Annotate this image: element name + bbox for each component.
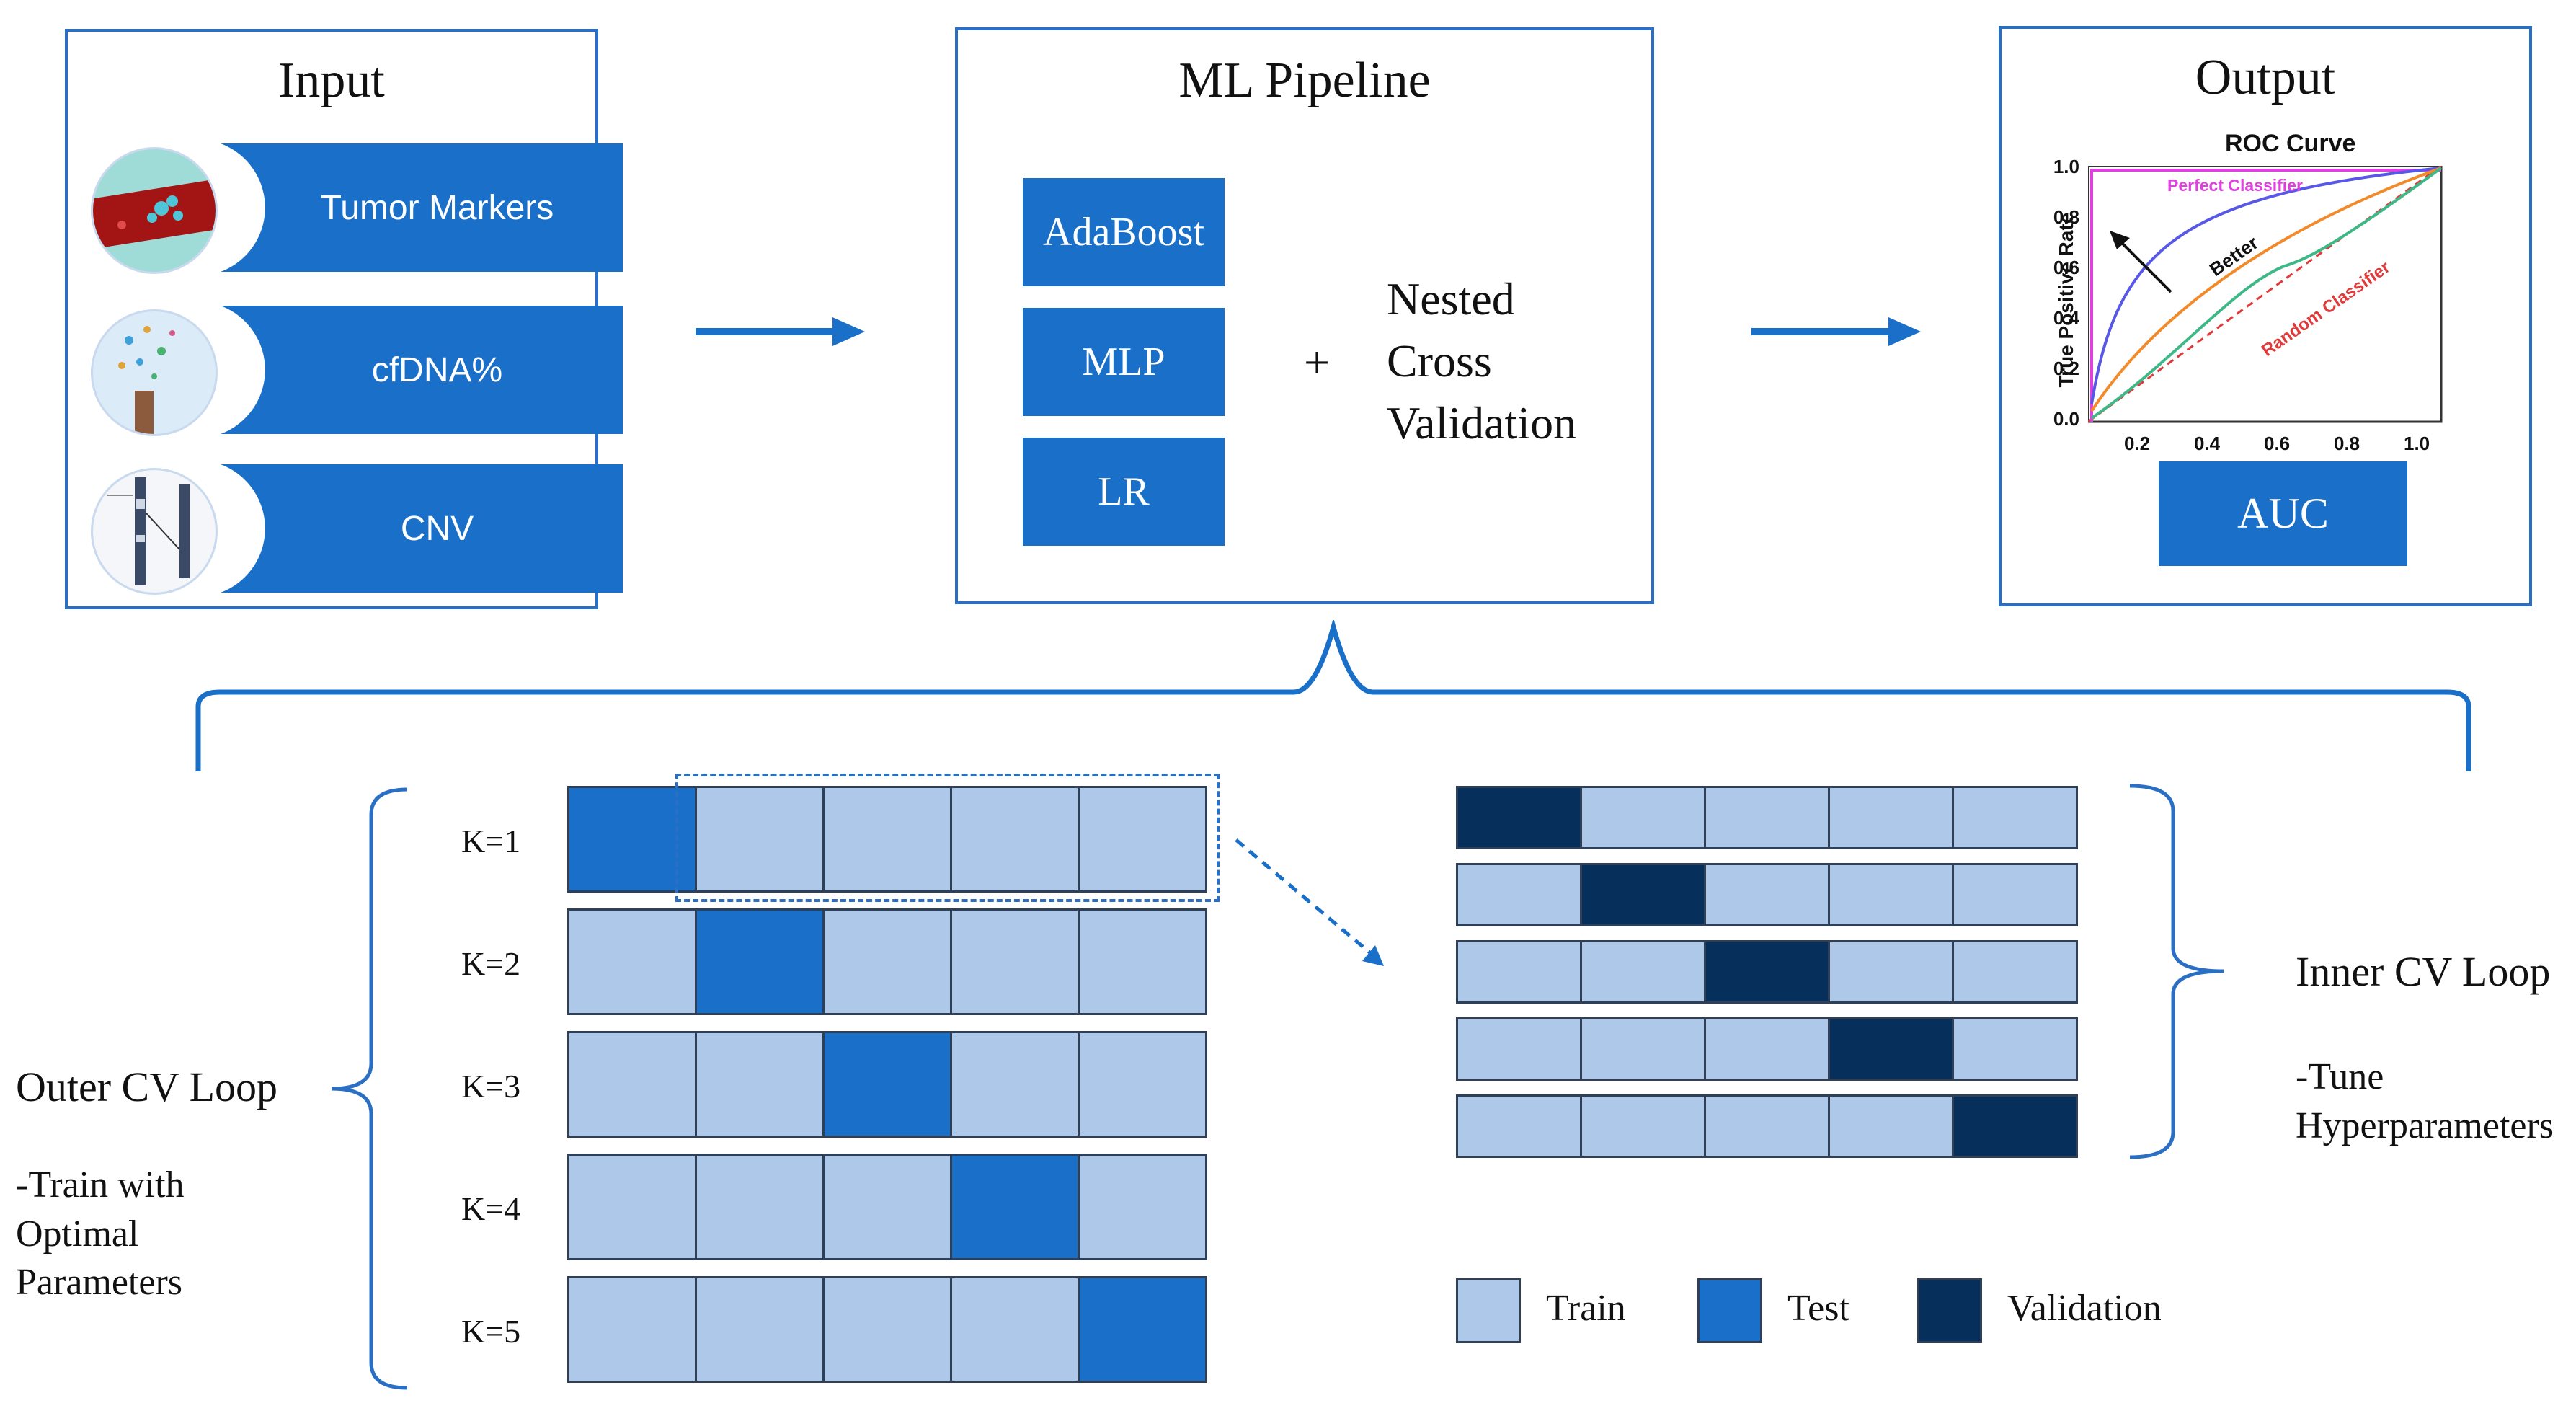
outer-fold-cell-r2-c5 xyxy=(1078,908,1207,1015)
legend-label-test: Test xyxy=(1787,1288,1849,1329)
input-item-label: Tumor Markers xyxy=(320,188,554,227)
ml-pipeline-title: ML Pipeline xyxy=(1178,53,1431,108)
brace-connector xyxy=(195,620,2471,771)
legend-swatch-validation xyxy=(1917,1278,1982,1343)
inner-fold-cell-r1-c1 xyxy=(1456,786,1582,849)
roc-y-ticks: 1.0 0.8 0.6 0.4 0.2 0.0 xyxy=(2053,156,2079,430)
outer-fold-cell-r1-c5 xyxy=(1078,786,1207,893)
outer-fold-cell-r5-c2 xyxy=(695,1276,825,1383)
inner-fold-cell-r5-c5 xyxy=(1952,1094,2078,1158)
input-item-cnv: CNV xyxy=(128,460,623,597)
inner-cv-bracket xyxy=(2129,784,2224,1159)
perfect-classifier-label: Perfect Classifier xyxy=(2167,176,2303,195)
training-folds-highlight xyxy=(675,774,1220,902)
inner-fold-cell-r2-c4 xyxy=(1828,863,1954,926)
outer-fold-cell-r3-c3 xyxy=(822,1031,952,1138)
inner-fold-cell-r4-c2 xyxy=(1580,1017,1706,1081)
inner-fold-cell-r5-c2 xyxy=(1580,1094,1706,1158)
output-panel: Output ROC Curve True Positive Rate 1.0 … xyxy=(1999,26,2532,606)
arrow-right-icon xyxy=(696,317,865,346)
arrow-right-icon xyxy=(1751,317,1921,346)
fold-label-k1: K=1 xyxy=(461,823,521,859)
outer-fold-cell-r4-c2 xyxy=(695,1154,825,1260)
outer-fold-cell-r4-c3 xyxy=(822,1154,952,1260)
outer-fold-cell-r4-c1 xyxy=(567,1154,697,1260)
inner-fold-cell-r3-c1 xyxy=(1456,940,1582,1004)
outer-cv-title: Outer CV Loop xyxy=(16,1063,278,1110)
roc-plot xyxy=(2088,166,2443,423)
outer-fold-cell-r4-c5 xyxy=(1078,1154,1207,1260)
tumor-marker-icon xyxy=(91,147,218,274)
inner-fold-cell-r4-c5 xyxy=(1952,1017,2078,1081)
inner-fold-cell-r3-c4 xyxy=(1828,940,1954,1004)
outer-fold-cell-r5-c5 xyxy=(1078,1276,1207,1383)
outer-fold-cell-r3-c4 xyxy=(950,1031,1080,1138)
legend-swatch-train xyxy=(1456,1278,1521,1343)
legend-label-train: Train xyxy=(1546,1288,1626,1329)
inner-fold-cell-r5-c4 xyxy=(1828,1094,1954,1158)
inner-fold-cell-r2-c3 xyxy=(1704,863,1830,926)
inner-fold-cell-r2-c2 xyxy=(1580,863,1706,926)
cnv-icon xyxy=(91,468,218,595)
outer-cv-bracket xyxy=(331,787,408,1390)
inner-fold-cell-r1-c3 xyxy=(1704,786,1830,849)
fold-label-k4: K=4 xyxy=(461,1190,521,1227)
inner-cv-title: Inner CV Loop xyxy=(2296,948,2551,995)
input-item-label: CNV xyxy=(400,509,474,548)
model-adaboost: AdaBoost xyxy=(1023,178,1225,286)
outer-fold-cell-r2-c1 xyxy=(567,908,697,1015)
outer-fold-cell-r2-c4 xyxy=(950,908,1080,1015)
outer-fold-cell-r5-c3 xyxy=(822,1276,952,1383)
legend-swatch-test xyxy=(1697,1278,1762,1343)
inner-fold-cell-r1-c5 xyxy=(1952,786,2078,849)
input-item-label: cfDNA% xyxy=(371,350,503,389)
outer-fold-cell-r4-c4 xyxy=(950,1154,1080,1260)
inner-fold-cell-r5-c3 xyxy=(1704,1094,1830,1158)
output-title: Output xyxy=(2195,50,2336,105)
legend-label-validation: Validation xyxy=(2007,1288,2162,1329)
inner-fold-cell-r1-c4 xyxy=(1828,786,1954,849)
input-title: Input xyxy=(278,53,385,108)
inner-fold-cell-r4-c1 xyxy=(1456,1017,1582,1081)
input-item-tumor-markers: Tumor Markers xyxy=(128,139,623,276)
inner-fold-cell-r1-c2 xyxy=(1580,786,1706,849)
model-lr: LR xyxy=(1023,438,1225,546)
outer-fold-cell-r2-c2 xyxy=(695,908,825,1015)
fold-label-k5: K=5 xyxy=(461,1313,521,1350)
nested-cv-label: Nested Cross Validation xyxy=(1387,273,1577,448)
fold-label-k3: K=3 xyxy=(461,1068,521,1105)
input-panel: Input Tumor Markers cfDNA% CNV xyxy=(65,29,623,609)
inner-fold-cell-r2-c1 xyxy=(1456,863,1582,926)
ml-pipeline-panel: ML Pipeline AdaBoost MLP LR + Nested Cro… xyxy=(955,27,1654,604)
outer-fold-cell-r1-c3 xyxy=(822,786,952,893)
cfdna-icon xyxy=(91,309,218,436)
inner-fold-cell-r4-c3 xyxy=(1704,1017,1830,1081)
inner-fold-cell-r3-c5 xyxy=(1952,940,2078,1004)
outer-fold-cell-r1-c2 xyxy=(695,786,825,893)
plus-sign: + xyxy=(1304,337,1331,388)
outer-fold-cell-r3-c2 xyxy=(695,1031,825,1138)
outer-fold-cell-r5-c1 xyxy=(567,1276,697,1383)
inner-fold-cell-r5-c1 xyxy=(1456,1094,1582,1158)
outer-fold-cell-r2-c3 xyxy=(822,908,952,1015)
outer-fold-cell-r3-c5 xyxy=(1078,1031,1207,1138)
inner-fold-cell-r4-c4 xyxy=(1828,1017,1954,1081)
model-mlp: MLP xyxy=(1023,308,1225,416)
roc-x-ticks: 0.2 0.4 0.6 0.8 1.0 xyxy=(2124,433,2430,454)
fold-label-k2: K=2 xyxy=(461,945,521,982)
inner-fold-cell-r3-c2 xyxy=(1580,940,1706,1004)
inner-fold-cell-r3-c3 xyxy=(1704,940,1830,1004)
roc-title: ROC Curve xyxy=(2225,130,2356,157)
inner-cv-note: -Tune Hyperparameters xyxy=(2296,1056,2554,1146)
inner-fold-cell-r2-c5 xyxy=(1952,863,2078,926)
outer-cv-note: -Train with Optimal Parameters xyxy=(16,1164,185,1304)
dashed-arrow-icon xyxy=(1235,838,1384,966)
auc-box: AUC xyxy=(2159,461,2407,566)
input-item-cfdna: cfDNA% xyxy=(128,301,623,438)
outer-fold-cell-r3-c1 xyxy=(567,1031,697,1138)
outer-fold-cell-r5-c4 xyxy=(950,1276,1080,1383)
